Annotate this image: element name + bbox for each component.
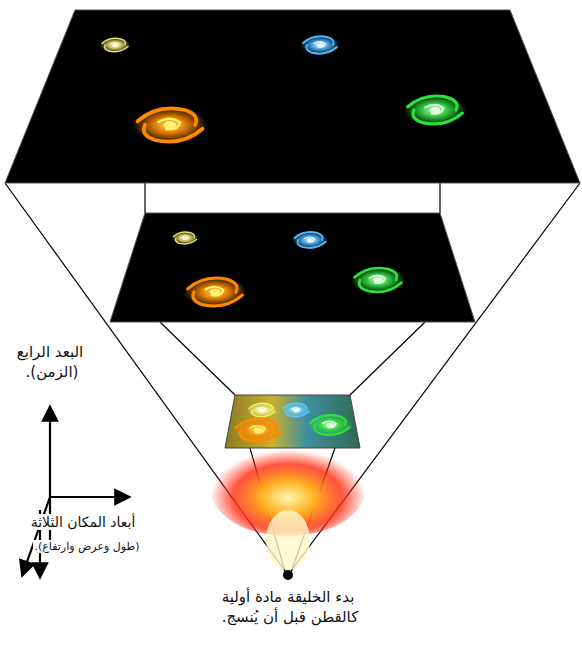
axis-label: بدء الخليقة مادة أولية كالقطن قبل أن يُن… bbox=[200, 588, 378, 627]
universe-plane bbox=[110, 213, 475, 322]
axis-label: (طول وعرض وارتفاع). bbox=[2, 540, 172, 554]
galaxy bbox=[292, 231, 328, 249]
label-text: (طول وعرض وارتفاع). bbox=[33, 540, 142, 553]
galaxy bbox=[172, 231, 199, 245]
axis-label: أبعاد المكان الثلاثة bbox=[18, 513, 148, 531]
early-universe-plane bbox=[225, 395, 360, 448]
galaxy bbox=[308, 414, 353, 437]
universe-plane bbox=[5, 10, 580, 183]
label-text: بدء الخليقة مادة أولية كالقطن قبل أن يُن… bbox=[220, 588, 359, 626]
galaxy bbox=[281, 403, 311, 418]
galaxy bbox=[100, 38, 130, 53]
label-text: أبعاد المكان الثلاثة bbox=[29, 514, 138, 530]
galaxy bbox=[404, 94, 467, 126]
galaxy bbox=[247, 403, 277, 418]
galaxy bbox=[133, 106, 208, 144]
galaxy bbox=[351, 267, 405, 294]
galaxy bbox=[233, 417, 284, 443]
label-text: البعد الرابع (الزمن). bbox=[17, 343, 85, 381]
origin-dot bbox=[283, 570, 293, 580]
galaxy bbox=[184, 276, 247, 308]
cone-lines bbox=[5, 183, 580, 575]
galaxy bbox=[301, 35, 340, 55]
axis-label: البعد الرابع (الزمن). bbox=[0, 343, 102, 382]
